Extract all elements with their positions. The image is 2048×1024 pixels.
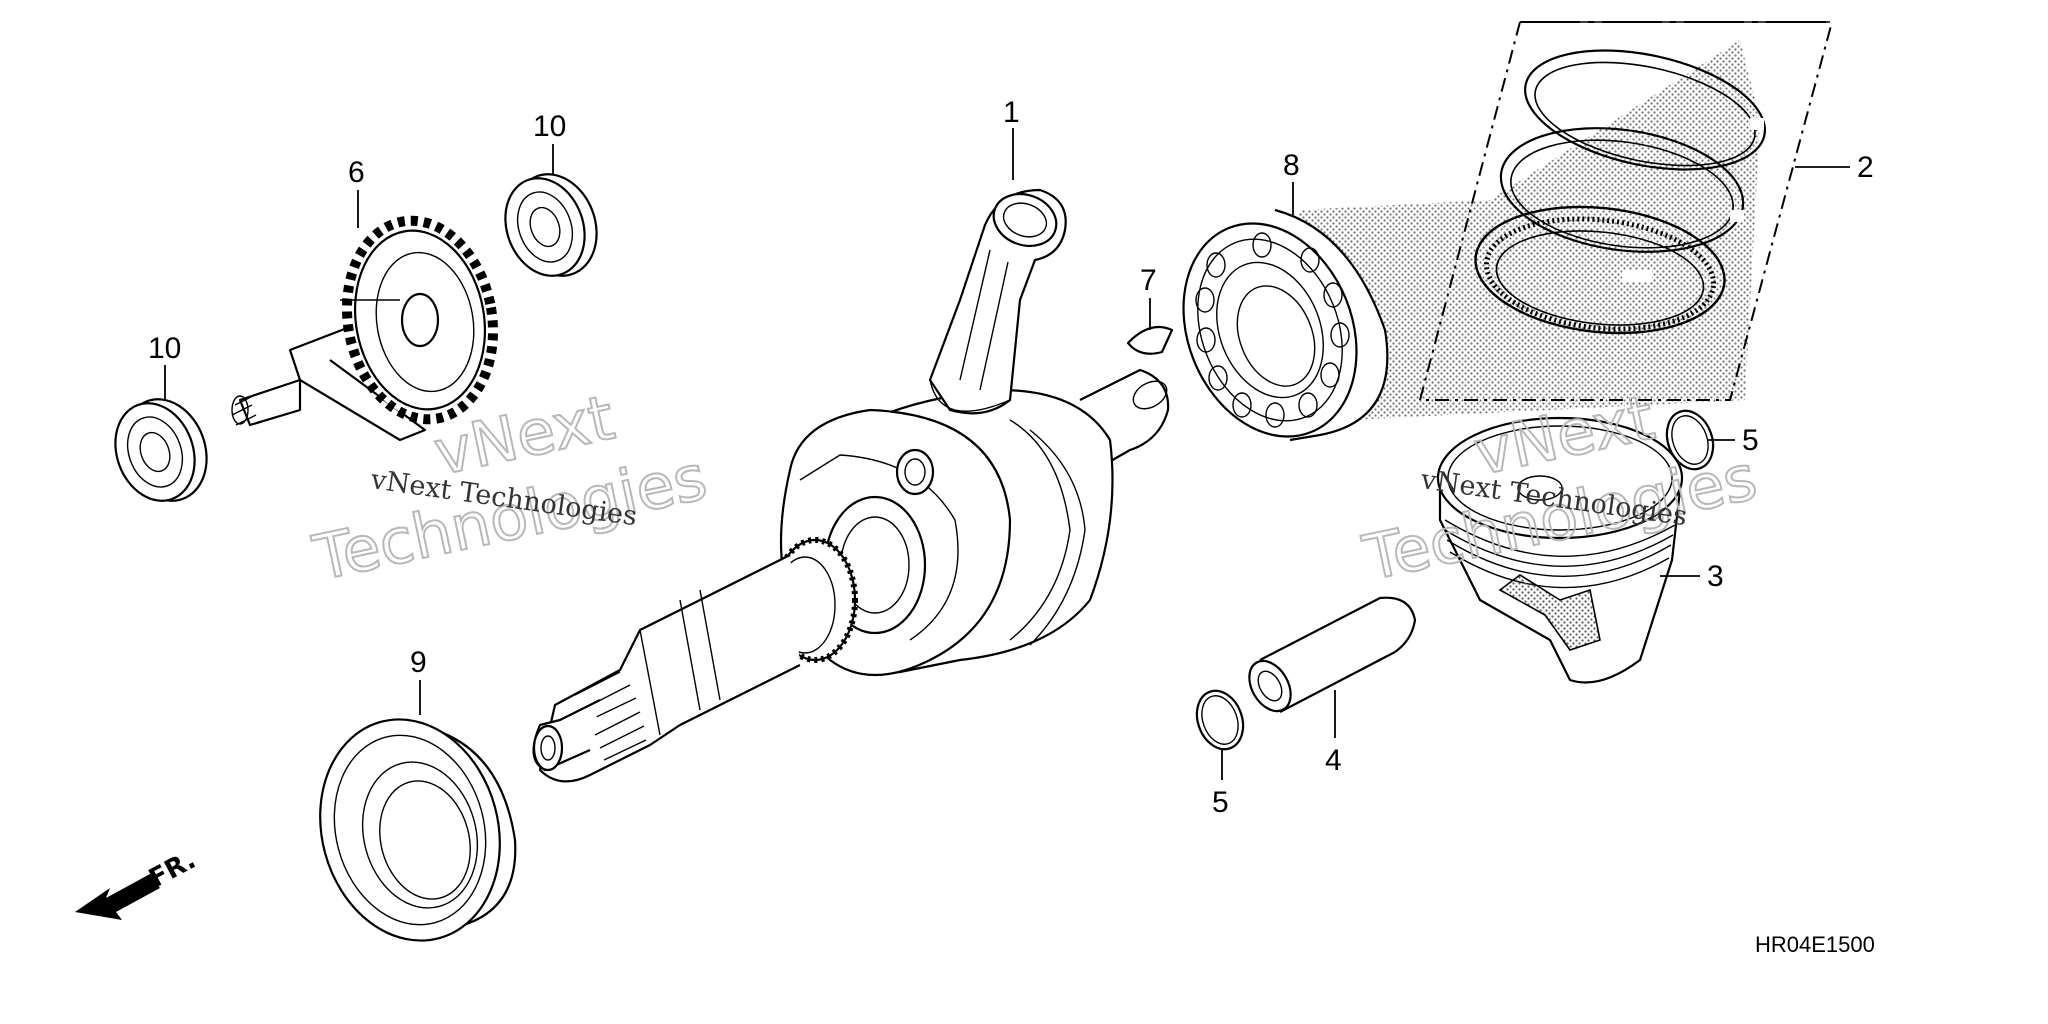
woodruff-key [1126, 325, 1174, 355]
bearing-10-top [504, 173, 598, 277]
leader-lines [164, 128, 1850, 780]
balancer-gear [340, 215, 499, 425]
front-arrow-indicator: FR. [75, 845, 201, 920]
callout-labels: 1 2 3 4 5 5 6 7 8 9 10 10 [148, 96, 1874, 819]
diagram-code: HR04E1500 [1755, 932, 1875, 957]
callout-2: 2 [1857, 151, 1874, 184]
callout-3: 3 [1707, 560, 1724, 593]
callout-9: 9 [410, 646, 427, 679]
bearing-8 [1182, 208, 1389, 442]
callout-7: 7 [1140, 264, 1157, 297]
bearing-9 [319, 718, 517, 942]
piston-ring-second [1499, 127, 1745, 253]
callout-6: 6 [348, 156, 365, 189]
callout-4: 4 [1325, 744, 1342, 777]
callout-10-top: 10 [533, 110, 566, 143]
piston [1436, 416, 1684, 684]
callout-10-left: 10 [148, 332, 181, 365]
callout-8: 8 [1283, 149, 1300, 182]
callout-1: 1 [1003, 96, 1020, 129]
piston-ring-top [1524, 49, 1766, 171]
circlip-right [1665, 409, 1715, 471]
callout-5-right: 5 [1742, 424, 1759, 457]
piston-pin [1248, 596, 1417, 713]
callout-5-left: 5 [1212, 786, 1229, 819]
piston-ring-set-box [1418, 21, 1833, 401]
circlip-left [1195, 689, 1245, 751]
piston-ring-oil [1474, 205, 1726, 335]
bearing-10-left [114, 398, 208, 502]
crankshaft [532, 188, 1170, 783]
